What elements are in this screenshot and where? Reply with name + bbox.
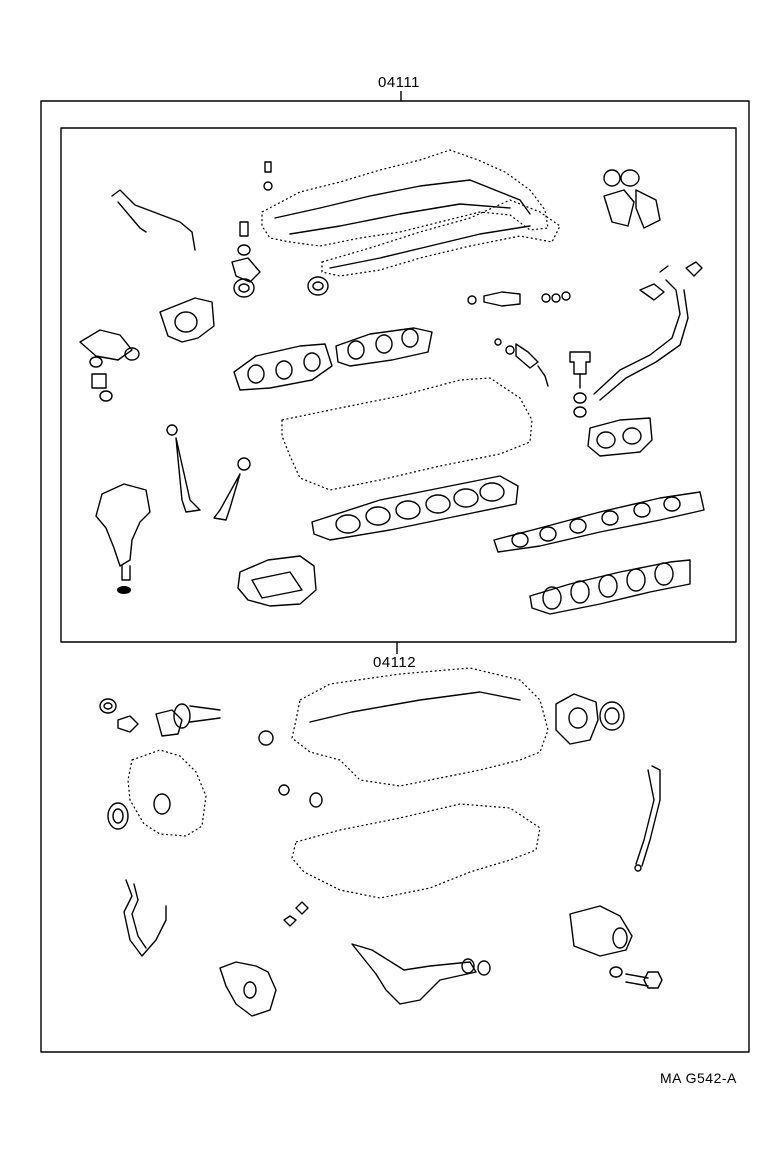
distributor [95,483,151,594]
head-gasket-upper-outline [281,377,533,491]
intake-chamber-gasket [587,417,653,457]
rear-oil-seal-retainer [555,693,625,745]
valve-stem-seals [166,424,251,521]
water-outlet-gaskets [603,169,661,229]
spark-plug-tube-seals [231,161,273,283]
figure-code: MA G542-A [660,1070,737,1086]
oil-pan-gasket-upper [291,667,549,787]
fuel-pipe [593,261,703,401]
crankshaft-seals-and-plugs [99,698,323,808]
upper-kit-frame [60,127,737,643]
throttle-body-gasket [159,297,215,343]
pcv-hose [111,189,196,251]
timing-cover-gasket [107,749,207,837]
water-inlet-housing [219,961,277,1017]
cylinder-head-gasket [311,475,519,541]
kit-number-04112: 04112 [373,654,417,671]
exhaust-manifold-gaskets-upper [233,327,433,391]
fuel-pressure-regulator [569,351,591,418]
intake-manifold-gasket-right [493,491,705,553]
dipstick-guide [634,765,661,872]
oil-pan-gasket-lower [291,803,541,899]
cylinder-head-cover-gaskets [261,149,561,277]
oil-pump-strainer [283,901,491,1005]
outer-kit-frame [40,100,750,1053]
kit-number-04111: 04111 [378,74,420,91]
idle-air-control-gaskets [79,329,140,402]
exhaust-manifold-gasket-lower [529,559,691,615]
rocker-cover-gasket-small [237,555,317,607]
water-pump-hose [123,879,167,957]
drain-plug-and-bolt [609,966,663,989]
water-outlet-housing [569,905,633,957]
fuel-injector-seals [467,291,571,387]
camshaft-oil-seals [233,276,329,298]
